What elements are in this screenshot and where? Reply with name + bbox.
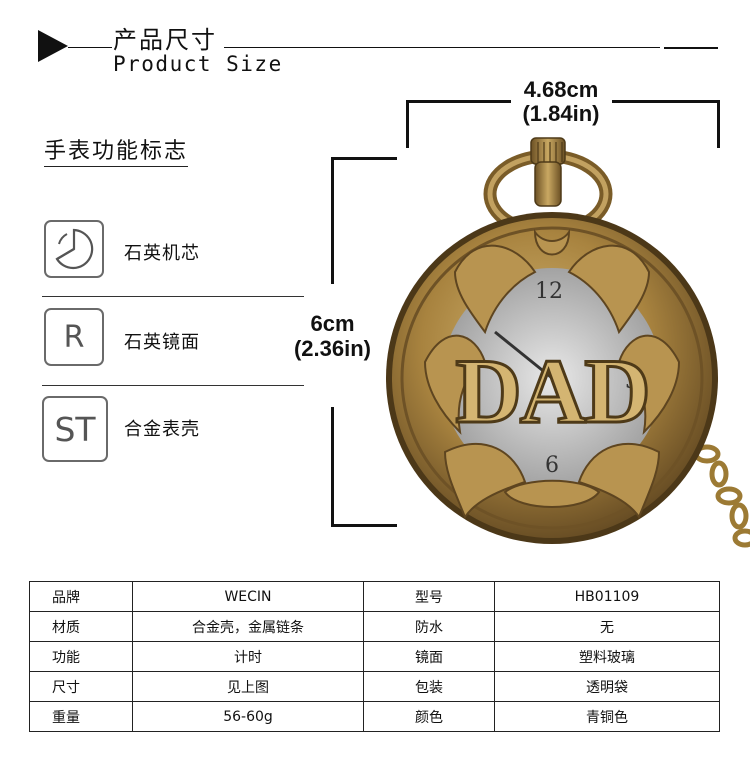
- spec-row: 尺寸见上图包装透明袋: [29, 671, 720, 702]
- width-tick-right: [717, 100, 720, 148]
- height-in-label: (2.36in): [293, 336, 372, 361]
- spec-key: 品牌: [29, 581, 133, 612]
- spec-key: 型号: [363, 581, 495, 612]
- spec-key: 镜面: [363, 641, 495, 672]
- width-dimension-line-right: [612, 100, 720, 103]
- height-tick-top: [331, 157, 397, 160]
- spec-value: 塑料玻璃: [494, 641, 720, 672]
- spec-row: 材质合金壳，金属链条防水无: [29, 611, 720, 642]
- quartz-dial-icon: [55, 228, 94, 270]
- width-dimension-line-left: [407, 100, 511, 103]
- feature-label-quartz-glass: 石英镜面: [124, 332, 200, 353]
- icon-letter-r: R: [63, 319, 85, 355]
- spec-key: 尺寸: [29, 671, 133, 702]
- spec-value: WECIN: [132, 581, 364, 612]
- feature-label-quartz-movement: 石英机芯: [124, 243, 200, 264]
- spec-value: 青铜色: [494, 701, 720, 732]
- height-dimension-line-bottom: [331, 407, 334, 527]
- height-cm-label: 6cm: [310, 311, 355, 336]
- header-rule-mid: [224, 47, 660, 48]
- width-in-label: (1.84in): [522, 101, 600, 126]
- svg-text:6: 6: [545, 453, 559, 478]
- header-title-en: Product Size: [113, 52, 283, 76]
- spec-key: 功能: [29, 641, 133, 672]
- features-title: 手表功能标志: [44, 133, 189, 167]
- height-dimension-line-top: [331, 157, 334, 284]
- svg-text:12: 12: [535, 279, 563, 304]
- feature-label-alloy-case: 合金表壳: [124, 419, 200, 440]
- quartz-movement-icon: [44, 220, 104, 278]
- feature-separator: [42, 296, 304, 297]
- spec-key: 重量: [29, 701, 133, 732]
- spec-key: 防水: [363, 611, 495, 642]
- spec-value: HB01109: [494, 581, 720, 612]
- watch-face-text: DAD: [455, 340, 648, 442]
- spec-value: 无: [494, 611, 720, 642]
- header-title-cn: 产品尺寸: [113, 26, 217, 54]
- width-cm-label: 4.68cm: [523, 77, 599, 102]
- spec-row: 功能计时镜面塑料玻璃: [29, 641, 720, 672]
- alloy-case-icon: ST: [42, 396, 108, 462]
- icon-letter-st: ST: [54, 409, 96, 449]
- spec-value: 透明袋: [494, 671, 720, 702]
- quartz-glass-icon: R: [44, 308, 104, 366]
- spec-value: 见上图: [132, 671, 364, 702]
- header-rule-left: [68, 47, 112, 48]
- width-tick-left: [406, 100, 409, 148]
- spec-value: 合金壳，金属链条: [132, 611, 364, 642]
- spec-key: 颜色: [363, 701, 495, 732]
- spec-value: 56-60g: [132, 701, 364, 732]
- pocket-watch-image: 12 3 6 DAD: [386, 137, 750, 548]
- spec-value: 计时: [132, 641, 364, 672]
- header-arrow-icon: [38, 30, 68, 62]
- height-tick-bottom: [331, 524, 397, 527]
- spec-key: 包装: [363, 671, 495, 702]
- feature-separator: [42, 385, 304, 386]
- spec-key: 材质: [29, 611, 133, 642]
- header-rule-right: [664, 47, 718, 49]
